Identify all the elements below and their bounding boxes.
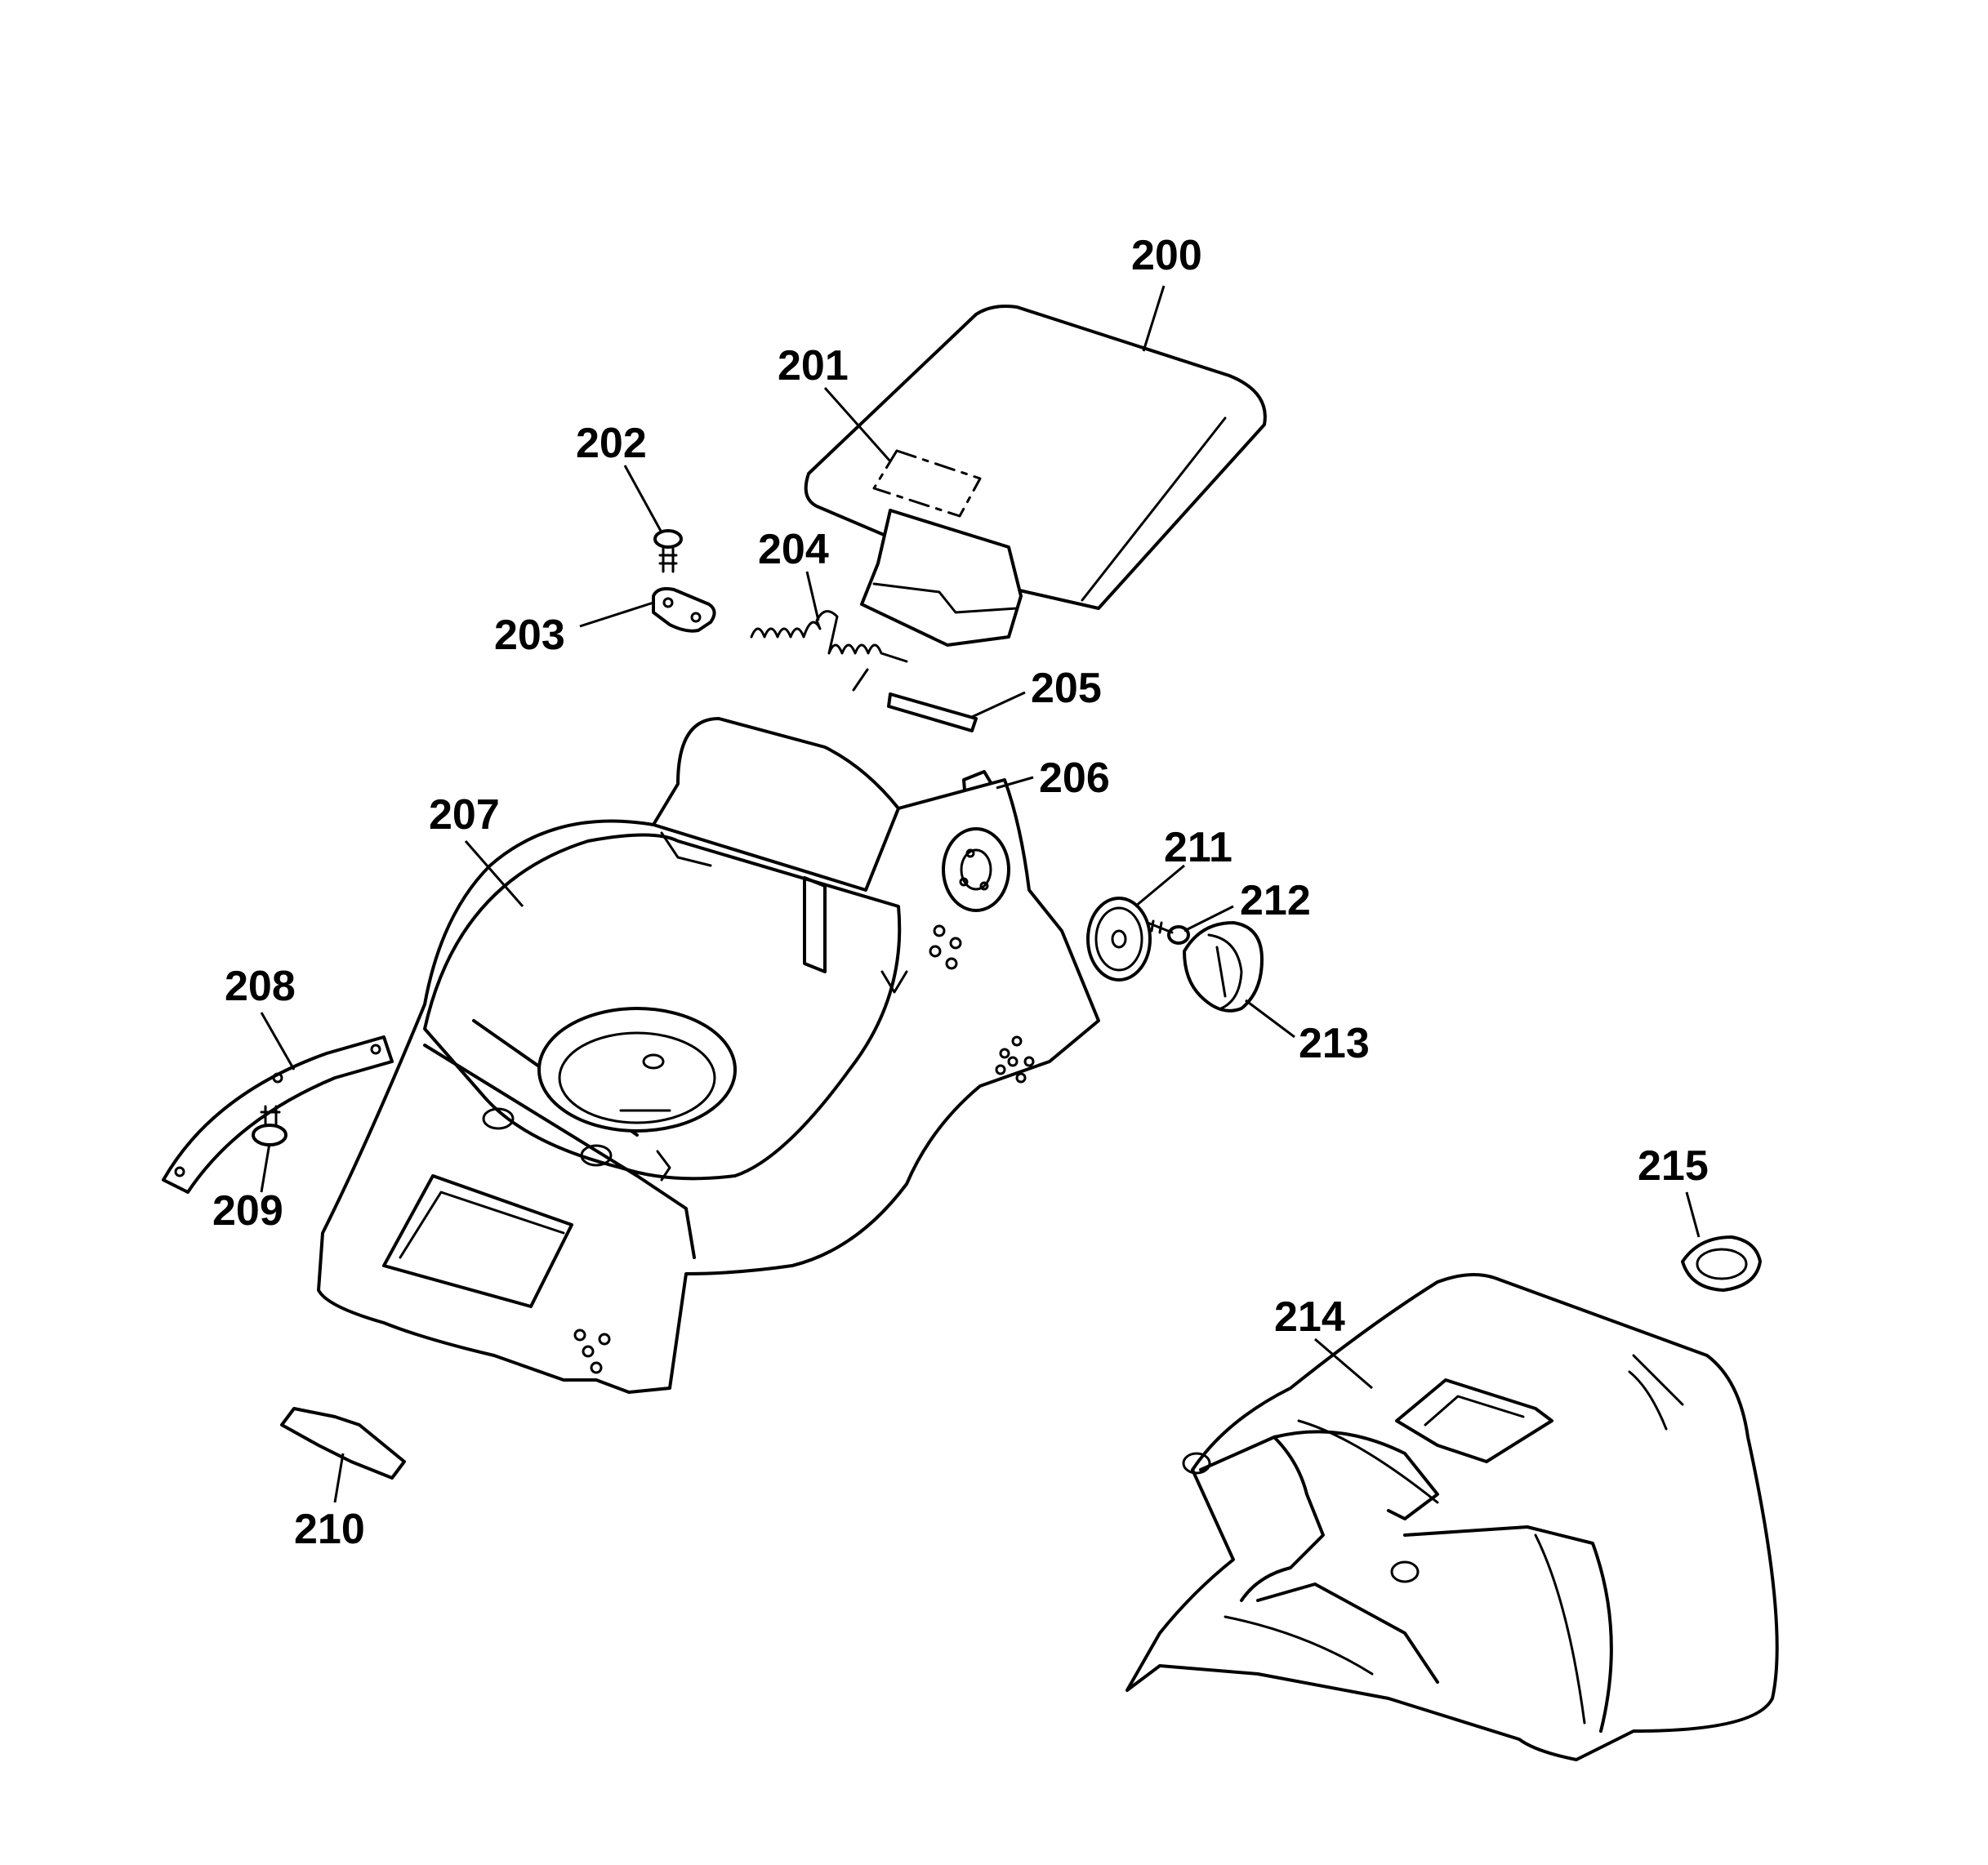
callout-209: 209 [212,1187,283,1235]
leader-215 [1685,1191,1700,1238]
part-210-blade [280,1407,406,1480]
callout-211: 211 [1164,824,1232,871]
callout-212: 212 [1240,877,1311,924]
leader-203 [579,601,654,628]
callout-207: 207 [429,791,500,839]
leader-209 [260,1142,271,1193]
callout-210: 210 [294,1506,365,1553]
leader-213 [1245,999,1295,1039]
leader-204 [805,571,820,621]
leader-212 [1183,905,1234,932]
callout-200: 200 [1131,232,1202,279]
part-205-pin [887,692,978,732]
callout-204: 204 [758,526,829,573]
callout-215: 215 [1638,1142,1709,1190]
leader-201 [823,387,892,462]
part-212-screw [1146,919,1190,945]
part-207-deck [317,717,1100,1394]
leader-200 [1142,285,1166,352]
part-211-gear [1086,897,1152,981]
part-204-spring [750,610,908,692]
leader-lines [260,285,1700,1503]
part-215-cap [1681,1235,1762,1292]
leader-214 [1314,1338,1373,1390]
part-209-bolt [252,1105,288,1146]
callout-213: 213 [1299,1020,1370,1067]
part-213-hubcap [1183,921,1264,1013]
leader-211 [1134,864,1185,908]
leader-206 [996,776,1034,790]
leader-208 [260,1012,296,1070]
callout-labels: 200 201 202 203 204 205 206 207 208 209 … [212,232,1709,1553]
part-203-plate [652,587,716,633]
part-214-grass-bag [1125,1273,1779,1761]
callout-202: 202 [576,420,647,467]
leader-210 [333,1453,345,1503]
callout-214: 214 [1274,1293,1345,1341]
callout-206: 206 [1039,754,1110,802]
part-200-rear-flap [804,305,1267,647]
leader-202 [623,465,663,533]
callout-205: 205 [1031,665,1102,712]
leader-205 [971,691,1026,719]
part-201-label [872,449,982,518]
callout-208: 208 [225,963,296,1010]
callout-201: 201 [778,342,849,389]
callout-203: 203 [494,612,565,659]
part-202-screw [653,529,683,573]
part-208-strip [162,1035,394,1194]
leader-207 [464,840,524,907]
